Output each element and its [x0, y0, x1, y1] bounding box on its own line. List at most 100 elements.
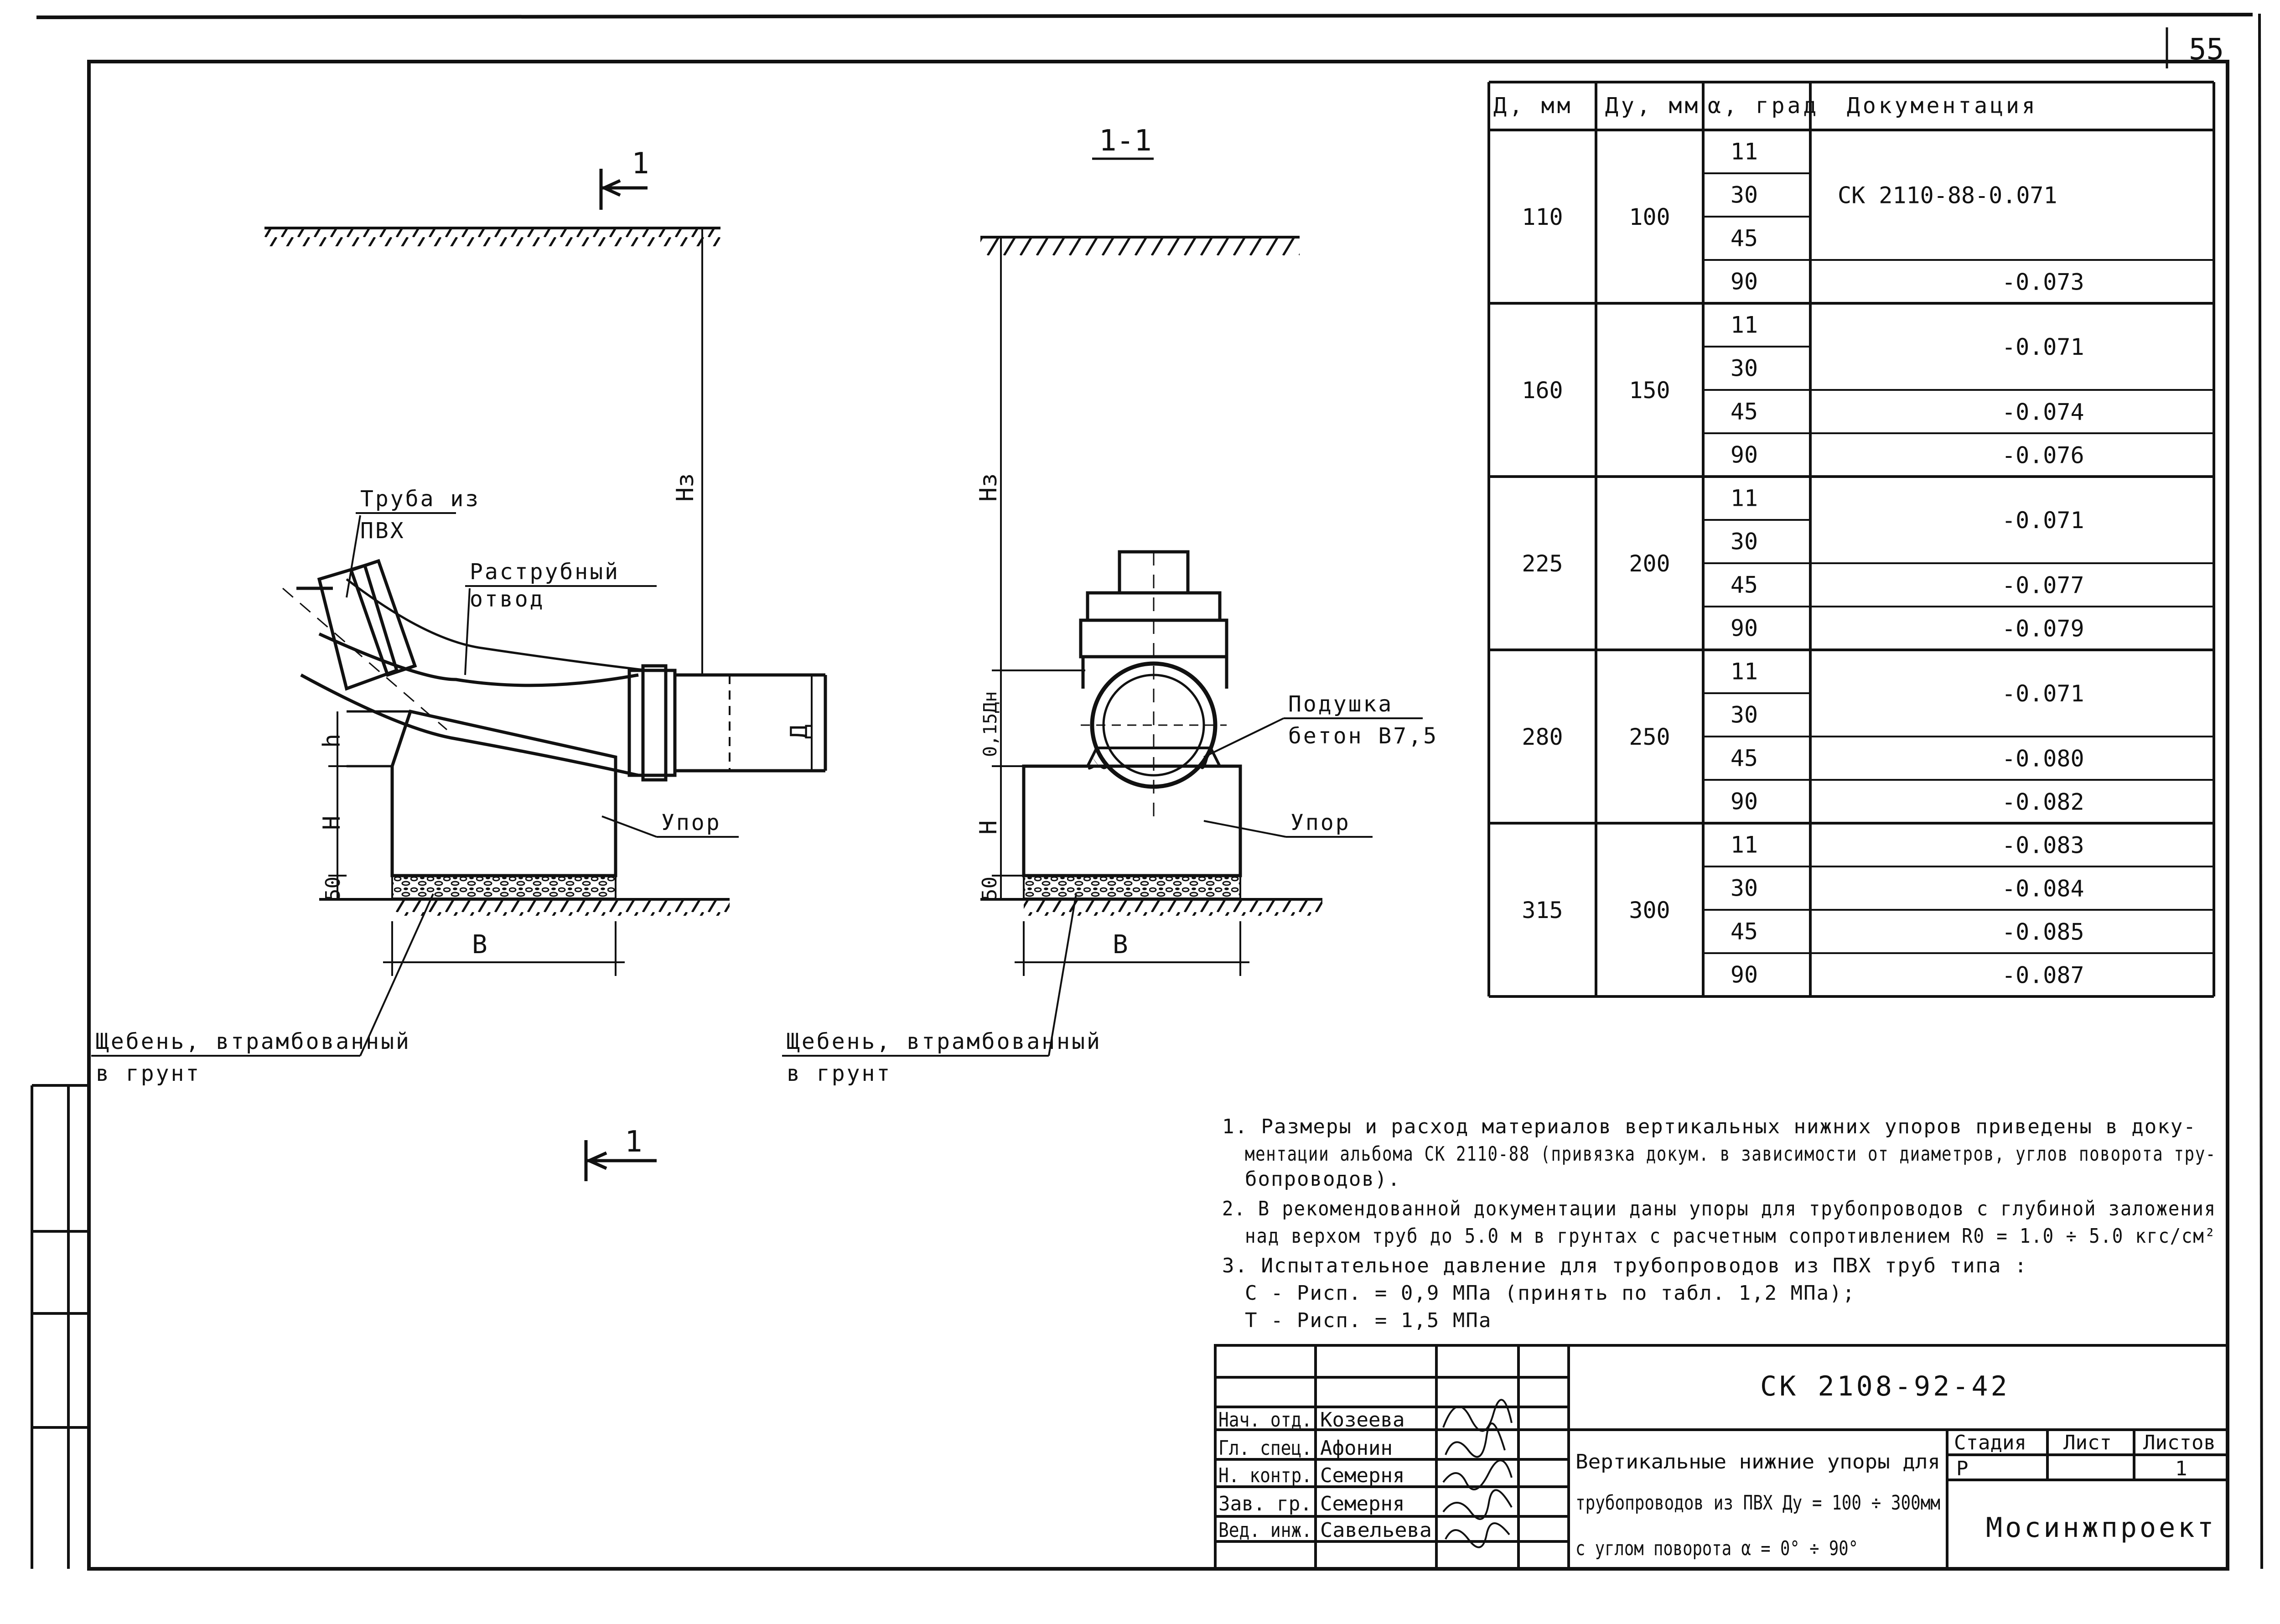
angle-cell: 45: [1731, 918, 1758, 945]
angle-cell: 45: [1731, 745, 1758, 772]
dimension-h-small: h: [318, 734, 346, 748]
bend-label-leader: [464, 588, 471, 675]
role-5: Вед. инж.: [1218, 1519, 1312, 1542]
dy-cell: 250: [1629, 724, 1670, 750]
cushion-label-line2: бетон В7,5: [1288, 723, 1438, 749]
name-4: Семерня: [1320, 1492, 1404, 1515]
note-line-2: ментации альбома СК 2110-88 (привязка до…: [1245, 1142, 2216, 1166]
title-line-3: с углом поворота α = 0° ÷ 90°: [1575, 1537, 1858, 1560]
doc-cell: -0.071: [2002, 334, 2084, 360]
dimension-015-right: 0,15Дн: [980, 691, 1001, 758]
doc-cell: -0.082: [2002, 789, 2084, 815]
header-d: Д, мм: [1493, 93, 1573, 119]
role-4: Зав. гр.: [1218, 1492, 1312, 1515]
stop-label-leader-left: [601, 815, 657, 838]
angle-cell: 11: [1731, 139, 1758, 165]
note-line-4: 2. В рекомендованной документации даны у…: [1222, 1197, 2216, 1220]
stage-header: Стадия: [1954, 1431, 2026, 1454]
pvc-pipe-bend: [282, 559, 827, 782]
d-cell: 315: [1522, 897, 1563, 924]
stop-label-left: Упор: [661, 810, 721, 835]
bend-label-line1: Раструбный: [470, 559, 620, 585]
doc-cell: -0.079: [2002, 616, 2084, 642]
angle-cell: 30: [1731, 182, 1758, 208]
dimension-b-left: B: [472, 930, 487, 960]
angle-cell: 30: [1731, 529, 1758, 555]
doc-cell: -0.087: [2002, 962, 2084, 989]
gravel-label-leader-left: [359, 893, 434, 1056]
angle-cell: 90: [1731, 269, 1758, 295]
gravel-bed-left: [391, 875, 617, 899]
dimension-50-left: 50: [321, 877, 345, 901]
doc-cell: -0.071: [2002, 680, 2084, 707]
d-cell: 280: [1522, 724, 1563, 750]
left-view: 1 Hз: [91, 147, 827, 1181]
title-block: СК 2108-92-42 Вертикальные нижние упоры …: [1214, 1344, 2229, 1570]
thrust-block-left: [347, 709, 617, 877]
note-line-1: 1. Размеры и расход материалов вертикаль…: [1222, 1115, 2197, 1138]
name-2: Афонин: [1320, 1437, 1393, 1460]
angle-cell: 30: [1731, 702, 1758, 728]
concrete-cushion-outline: [1086, 747, 1221, 767]
dy-cell: 200: [1629, 550, 1670, 577]
note-line-8: Т - Рисп. = 1,5 МПа: [1245, 1309, 1492, 1332]
vertical-pipe: [1079, 550, 1228, 821]
header-angle: α, град: [1708, 93, 1819, 119]
handwritten-signatures: [1442, 1399, 1513, 1548]
ground-base-hatch-right: [1024, 900, 1322, 916]
dimension-h-left: H: [318, 816, 346, 830]
right-view: 1-1 Hз: [782, 124, 1438, 1086]
dy-cell: 150: [1629, 377, 1670, 404]
sheets-header: Листов: [2143, 1431, 2216, 1454]
notes: 1. Размеры и расход материалов вертикаль…: [1222, 1115, 2216, 1332]
stop-label-leader-right: [1203, 820, 1286, 838]
stop-label-right: Упор: [1290, 810, 1351, 835]
bend-label-line2: отвод: [470, 586, 545, 612]
h3-dimension-label: Hз: [672, 473, 699, 502]
concrete-cushion: [1092, 757, 1208, 769]
angle-cell: 11: [1731, 659, 1758, 685]
documentation-table: Д, мм Ду, мм α, град Документация 113045…: [1487, 81, 2215, 998]
note-line-5: над верхом труб до 5.0 м в грунтах с рас…: [1245, 1224, 2216, 1248]
dy-cell: 300: [1629, 897, 1670, 924]
h3-dimension-label-right: Hз: [975, 473, 1002, 502]
section-cut-number-bottom: 1: [625, 1125, 643, 1159]
gravel-label-right-line2: в грунт: [787, 1061, 891, 1086]
dimension-b-right: B: [1113, 930, 1128, 960]
name-3: Семерня: [1320, 1464, 1404, 1487]
note-line-7: С - Рисп. = 0,9 МПа (принять по табл. 1,…: [1245, 1282, 1855, 1305]
d-cell: 110: [1522, 204, 1563, 230]
doc-cell: -0.080: [2002, 746, 2084, 772]
title-block-grid: [1214, 1344, 2229, 1570]
angle-cell: 90: [1731, 962, 1758, 988]
pipe-label-line2: ПВХ: [360, 518, 405, 544]
sheets-value: 1: [2175, 1457, 2187, 1480]
pipe-label-leader: [346, 515, 361, 598]
doc-cell: -0.085: [2002, 919, 2084, 945]
dimension-lines-left: [328, 675, 813, 976]
angle-cell: 30: [1731, 355, 1758, 382]
header-doc: Документация: [1847, 93, 2038, 119]
binding-strip: [31, 1084, 89, 1569]
angle-cell: 11: [1731, 832, 1758, 858]
role-2: Гл. спец.: [1218, 1437, 1312, 1460]
right-edge-line: [2258, 13, 2263, 1569]
pipe-label-line1: Труба из: [360, 486, 480, 512]
gravel-label-left-line2: в грунт: [96, 1061, 201, 1086]
horizontal-pipe-section: [1081, 661, 1227, 789]
d-cell: 160: [1522, 377, 1563, 404]
section-cut-marker-bottom: [584, 1140, 657, 1181]
doc-cell: -0.084: [2002, 876, 2084, 902]
doc-cell: -0.083: [2002, 832, 2084, 859]
doc-cell: -0.077: [2002, 572, 2084, 599]
angle-cell: 11: [1731, 485, 1758, 512]
doc-cell: -0.073: [2002, 269, 2084, 296]
table-grid: [1487, 81, 2215, 998]
dimension-h-right: H: [975, 820, 1002, 835]
sheet-header: Лист: [2063, 1431, 2112, 1454]
top-edge-line: [36, 13, 2253, 19]
gravel-bed-right: [1023, 875, 1241, 899]
doc-cell: -0.076: [2002, 442, 2084, 469]
